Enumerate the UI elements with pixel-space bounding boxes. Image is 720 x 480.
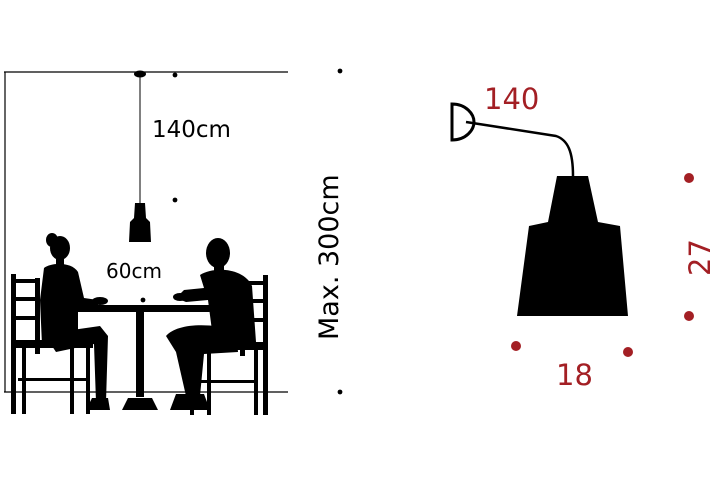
max-height-bottom-dot [337,389,343,395]
ceiling-canopy [134,70,146,78]
shade-bottom-dot [684,311,694,321]
lamp-shade [517,176,628,316]
pendant-lamp [129,203,151,242]
table-dot [140,297,146,303]
woman-silhouette [40,233,110,410]
cord-top-dot [172,72,178,78]
shade-left-dot [511,341,521,351]
man-silhouette [166,238,256,410]
arm-length-label: 140 [484,82,539,116]
shade-height-label: 27 [683,239,717,276]
round-table [74,305,212,410]
cord-bottom-dot [172,197,178,203]
dining-scene: 140cm 60cm [4,68,345,415]
shade-right-dot [623,347,633,357]
max-height-label: Max. 300cm [314,174,345,340]
shade-top-dot [684,173,694,183]
table-to-lamp-label: 60cm [106,259,162,283]
shade-width-label: 18 [556,358,593,392]
wall-lamp-product: 140 27 18 [450,82,717,392]
cord-length-label: 140cm [152,117,231,143]
max-height-top-dot [337,68,343,74]
lamp-arm [465,120,575,177]
